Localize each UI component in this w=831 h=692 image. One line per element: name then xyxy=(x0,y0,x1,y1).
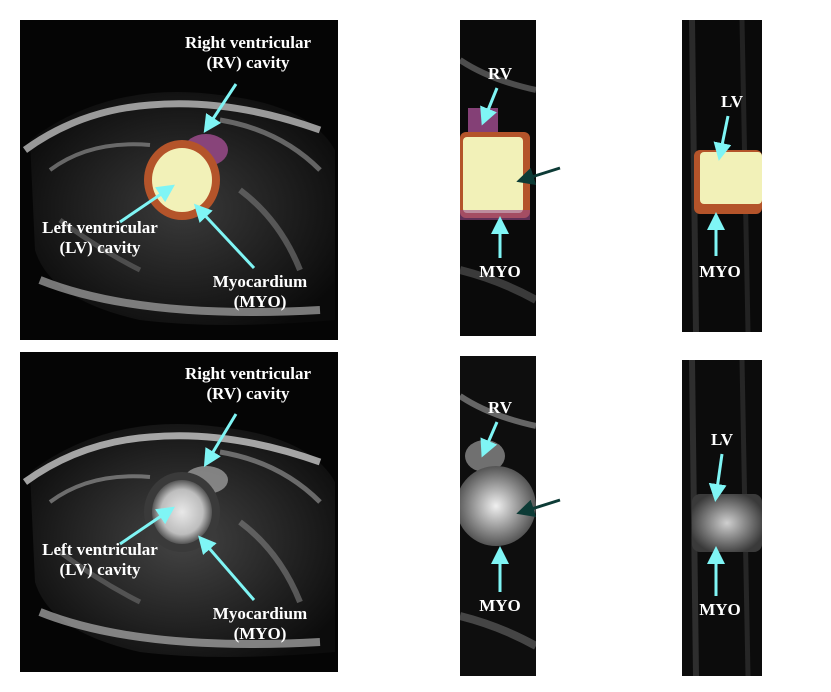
bottom-lv-label-line1: Left ventricular xyxy=(42,540,158,559)
bottom-right-strip-image xyxy=(682,360,762,676)
bottom-myo-label-line2: (MYO) xyxy=(233,624,287,643)
top-lv-label: Left ventricular (LV) cavity xyxy=(30,218,170,258)
bottom-myo-label: Myocardium (MYO) xyxy=(200,604,320,644)
top-right-strip-mri xyxy=(682,20,762,332)
top-lv-label-line1: Left ventricular xyxy=(42,218,158,237)
top-right-lv-label: LV xyxy=(720,92,744,111)
bottom-lv-label: Left ventricular (LV) cavity xyxy=(30,540,170,580)
top-myo-label-line2: (MYO) xyxy=(233,292,287,311)
top-short-axis-mri xyxy=(20,20,338,340)
top-myo-label-line1: Myocardium xyxy=(212,272,308,291)
top-rv-label-line1: Right ventricular xyxy=(184,33,312,52)
bottom-right-lv-label: LV xyxy=(710,430,734,449)
bottom-mid-lv-label: LV xyxy=(571,480,595,499)
bottom-myo-label-line1: Myocardium xyxy=(212,604,308,623)
top-short-axis-image xyxy=(20,20,338,340)
bottom-rv-label-line1: Right ventricular xyxy=(184,364,312,383)
top-right-myo-label: MYO xyxy=(699,262,741,281)
top-right-strip-image xyxy=(682,20,762,332)
top-mid-rv-label: RV xyxy=(488,64,512,83)
top-rv-label-line2: (RV) cavity xyxy=(206,53,290,72)
bottom-lv-label-line2: (LV) cavity xyxy=(59,560,141,579)
bottom-short-axis-mri xyxy=(20,352,338,672)
top-mid-myo-label: MYO xyxy=(479,262,521,281)
bottom-mid-rv-label: RV xyxy=(488,398,512,417)
bottom-rv-label: Right ventricular (RV) cavity xyxy=(168,364,328,404)
bottom-right-strip-mri xyxy=(682,360,762,676)
top-rv-label: Right ventricular (RV) cavity xyxy=(168,33,328,73)
bottom-short-axis-image xyxy=(20,352,338,672)
top-mid-lv-label: LV xyxy=(571,148,595,167)
bottom-mid-myo-label: MYO xyxy=(479,596,521,615)
top-lv-label-line2: (LV) cavity xyxy=(59,238,141,257)
top-myo-label: Myocardium (MYO) xyxy=(200,272,320,312)
bottom-right-myo-label: MYO xyxy=(699,600,741,619)
bottom-rv-label-line2: (RV) cavity xyxy=(206,384,290,403)
